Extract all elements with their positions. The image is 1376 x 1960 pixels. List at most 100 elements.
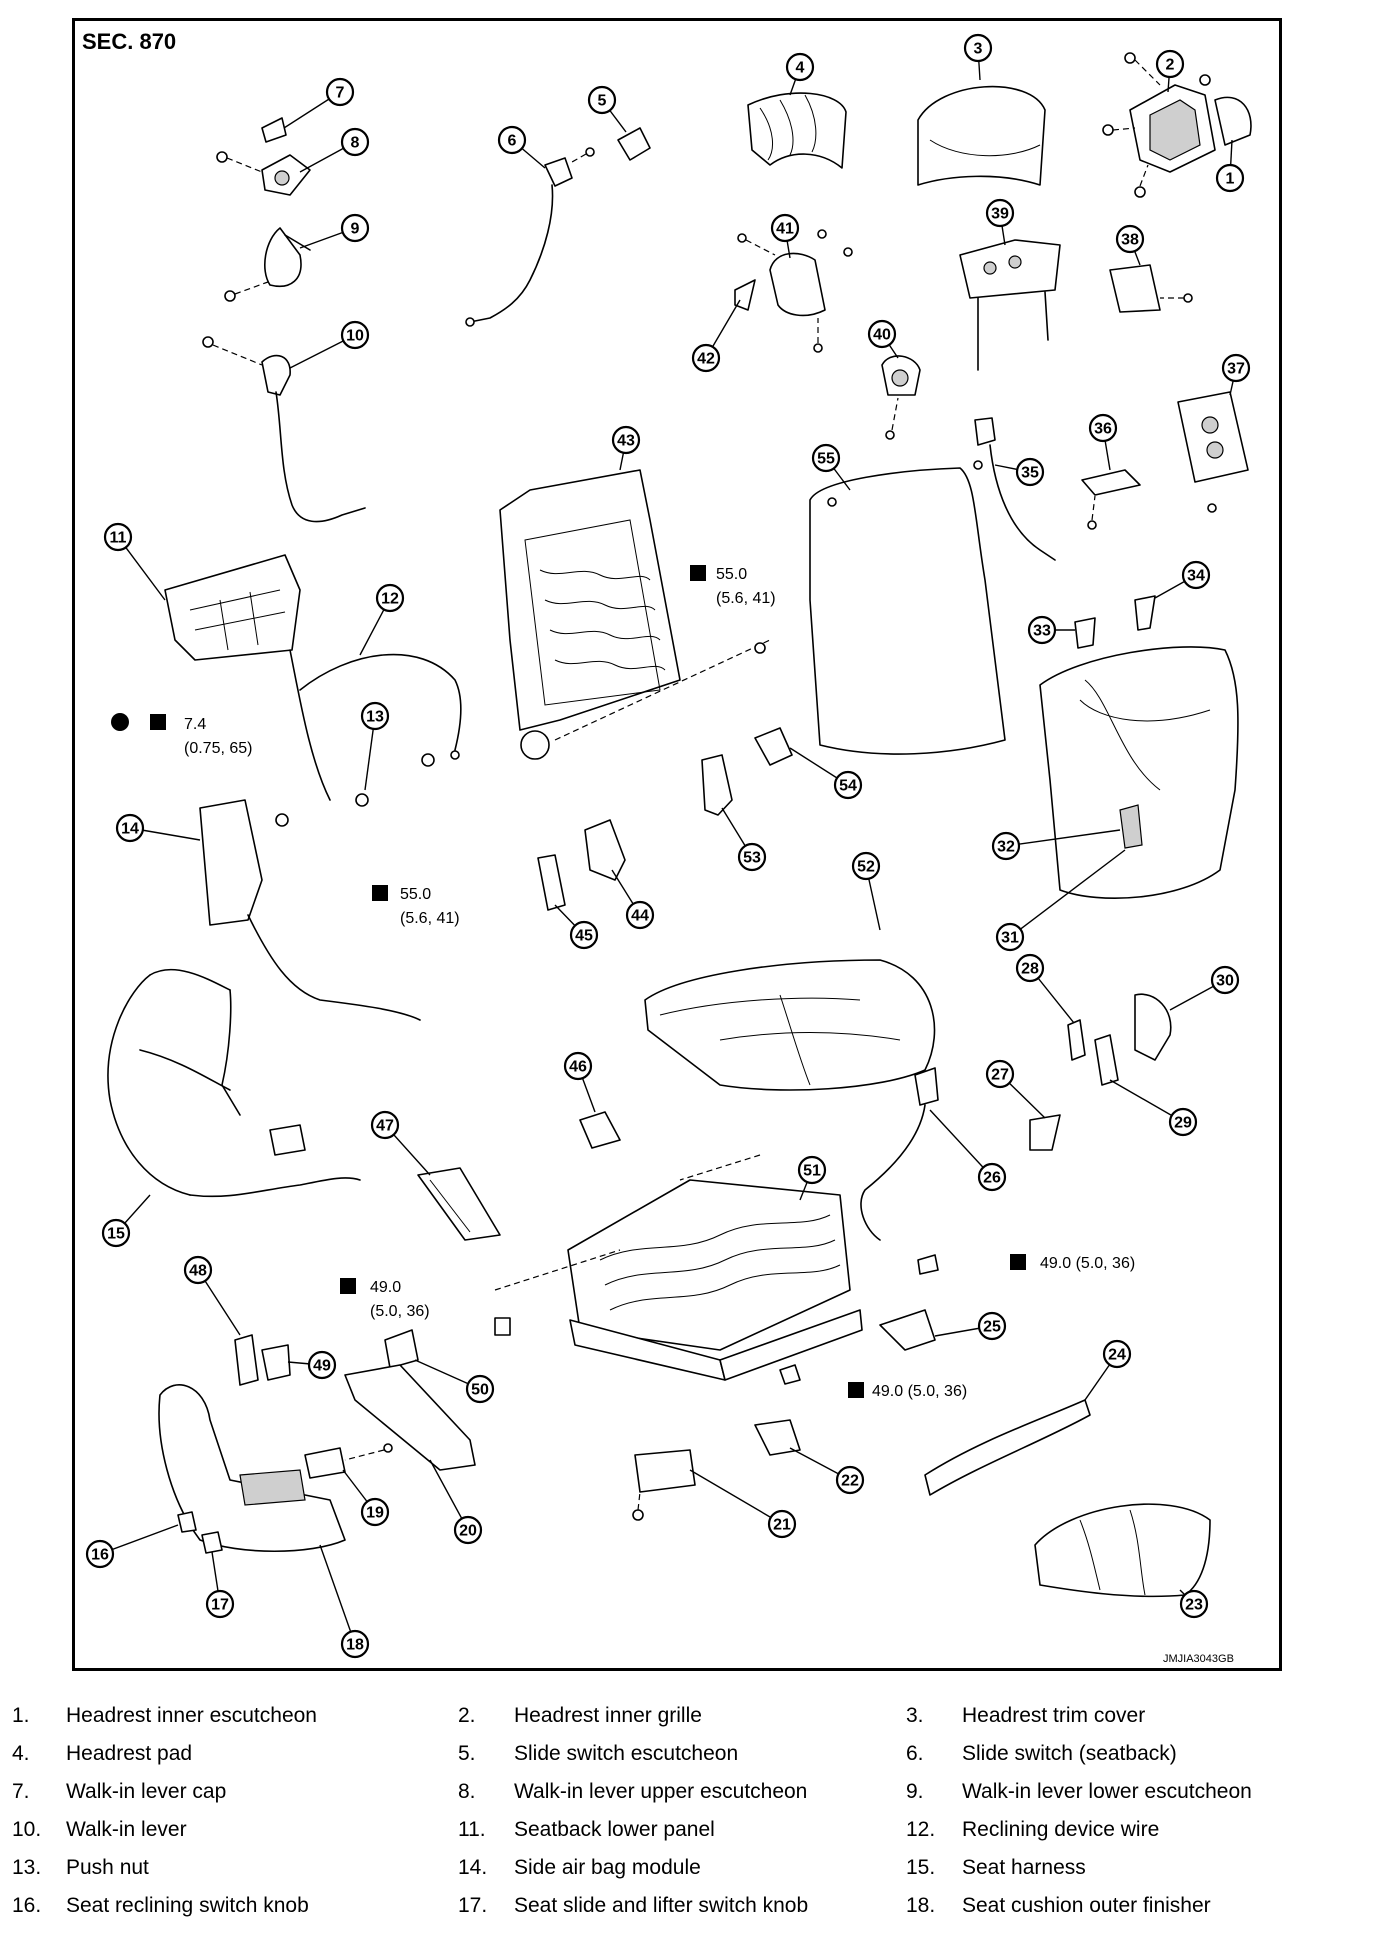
harness-part-35: [973, 417, 1056, 561]
callout-circle: [985, 1059, 1015, 1089]
callout-number: 37: [1227, 361, 1245, 378]
seat-slide-lifter-switch-knob-part: [201, 1531, 223, 1554]
callout-leader: [689, 1469, 783, 1525]
torque-spec-2: 7.4 (0.75, 65): [111, 713, 252, 757]
legend-label: Walk-in lever lower escutcheon: [962, 1780, 1252, 1803]
lifter-switch-harness-part-26: [860, 1067, 939, 1241]
callout-circle: [360, 1497, 390, 1527]
callout-28: 28: [1015, 953, 1075, 1024]
callout-29: 29: [1109, 1079, 1198, 1137]
callout-7: 7: [283, 77, 355, 129]
cover-part-25: [879, 1309, 936, 1351]
seatback-lower-panel-part: [164, 554, 301, 661]
callout-circle: [1181, 560, 1211, 590]
callout-circle: [625, 900, 655, 930]
legend-label: Seat harness: [962, 1856, 1086, 1879]
headrest-screws: [1102, 52, 1211, 198]
bracket-part-49: [261, 1344, 291, 1381]
callout-circle: [977, 1311, 1007, 1341]
callout-number: 55: [817, 451, 835, 468]
legend-label: Headrest inner grille: [514, 1704, 702, 1727]
cover-part-46: [579, 1111, 621, 1149]
callout-circle: [963, 33, 993, 63]
legend-label: Push nut: [66, 1856, 149, 1879]
callout-26: 26: [929, 1109, 1007, 1192]
bracket-part-44: [584, 819, 626, 881]
headrest-trim-cover-part: [917, 85, 1046, 186]
callout-circle: [770, 213, 800, 243]
callout-number: 22: [841, 1473, 859, 1490]
legend-number: 7.: [12, 1780, 30, 1803]
callout-30: 30: [1169, 965, 1240, 1011]
callout-number: 11: [110, 530, 127, 547]
cover-part-30: [1134, 993, 1172, 1061]
callout-circle: [995, 922, 1025, 952]
legend-label: Seat cushion outer finisher: [962, 1894, 1211, 1917]
callout-circle: [1088, 413, 1118, 443]
callout-53: 53: [721, 807, 767, 872]
callout-54: 54: [789, 747, 863, 800]
callout-number: 17: [211, 1597, 229, 1614]
callout-3: 3: [963, 33, 993, 81]
cushion-frame-bolt-lower: [779, 1364, 801, 1385]
callout-35: 35: [994, 457, 1045, 487]
callout-number: 40: [873, 327, 891, 344]
callout-21: 21: [689, 1469, 797, 1539]
callout-number: 46: [569, 1059, 587, 1076]
callout-circle: [835, 1465, 865, 1495]
legend-label: Slide switch (seatback): [962, 1742, 1177, 1765]
headrest-bracket-part-38: [1109, 264, 1193, 313]
headrest-grille-part: [1129, 84, 1252, 173]
legend-number: 15.: [906, 1856, 936, 1879]
cushion-frame-bolt-left: [494, 1317, 511, 1336]
callout-44: 44: [611, 869, 655, 930]
torque-spec-6: 49.0 (5.0, 36): [848, 1382, 967, 1400]
cushion-outer-part-23: [1034, 1503, 1211, 1598]
callout-number: 3: [974, 41, 983, 58]
callout-number: 14: [121, 821, 139, 838]
callout-number: 48: [189, 1263, 207, 1280]
legend-label: Walk-in lever cap: [66, 1780, 227, 1803]
callout-circle: [340, 127, 370, 157]
callout-circle: [1155, 49, 1185, 79]
callout-5: 5: [587, 85, 627, 133]
callout-20: 20: [429, 1459, 483, 1545]
legend-label: Headrest trim cover: [962, 1704, 1146, 1727]
callout-circle: [307, 1350, 337, 1380]
seatback-pad-part-55: [809, 467, 1006, 755]
callout-circle: [1115, 224, 1145, 254]
callout-16: 16: [85, 1524, 179, 1569]
callout-circle: [340, 1629, 370, 1659]
callout-40: 40: [867, 319, 899, 359]
callout-number: 18: [346, 1637, 364, 1654]
callout-number: 28: [1021, 961, 1039, 978]
bracket-part-53: [701, 754, 733, 816]
callout-circle: [851, 851, 881, 881]
callout-24: 24: [1084, 1339, 1132, 1401]
callout-number: 20: [459, 1523, 477, 1540]
callout-number: 19: [366, 1505, 384, 1522]
callout-circle: [611, 425, 641, 455]
callout-number: 34: [1187, 568, 1205, 585]
callout-number: 44: [631, 908, 649, 925]
headrest-guide-part-40: [881, 355, 921, 440]
legend-number: 13.: [12, 1856, 42, 1879]
callout-circle: [1168, 1107, 1198, 1137]
legend-number: 16.: [12, 1894, 42, 1917]
callout-17: 17: [205, 1551, 235, 1619]
walk-in-lever-lower-escutcheon-part: [224, 227, 311, 302]
legend-number: 17.: [458, 1894, 488, 1917]
callout-number: 31: [1001, 930, 1019, 947]
callout-leader: [1009, 849, 1126, 938]
callout-number: 50: [471, 1382, 489, 1399]
callout-36: 36: [1088, 413, 1118, 471]
callout-leader: [1005, 829, 1121, 847]
callout-number: 1: [1226, 171, 1235, 188]
seat-cushion-outer-finisher-part: [158, 1384, 346, 1552]
legend-number: 5.: [458, 1742, 476, 1765]
callout-48: 48: [183, 1255, 241, 1336]
torque-sub: (5.0, 36): [370, 1303, 430, 1320]
callout-circle: [833, 770, 863, 800]
reclining-wire-part: [289, 649, 462, 801]
